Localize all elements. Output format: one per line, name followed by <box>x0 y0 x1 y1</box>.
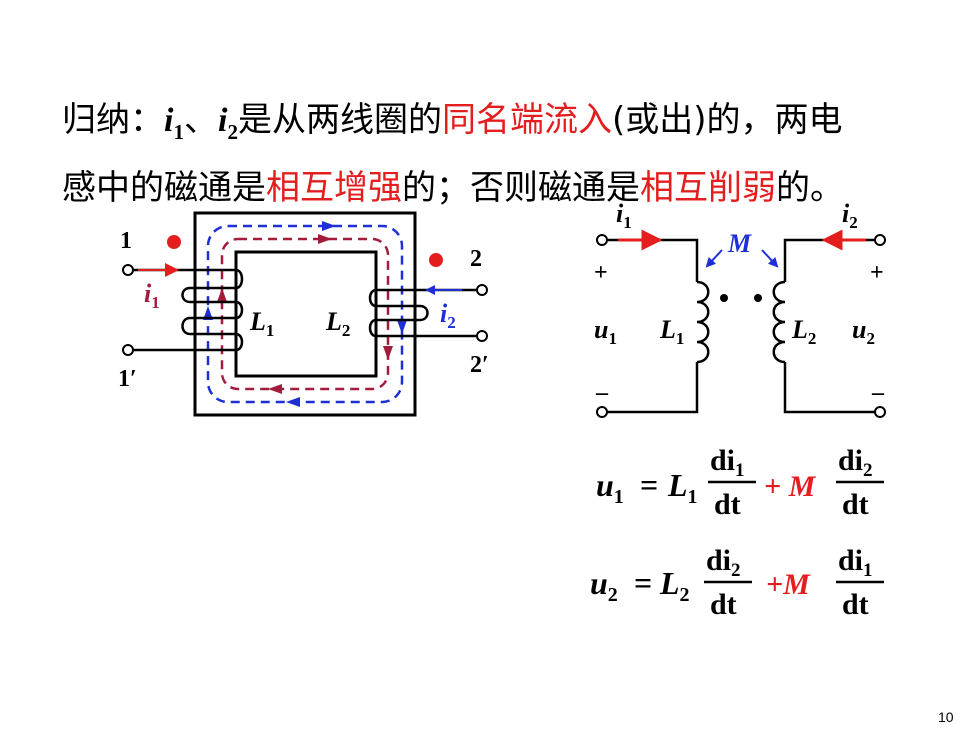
flux-red-arrow-right <box>383 346 393 360</box>
summary-text-1c: (或出)的，两电 <box>612 100 843 140</box>
flux-blue-arrow-left <box>203 306 213 320</box>
wire-left-top <box>606 238 699 282</box>
flux-blue-arrow-right <box>397 320 407 334</box>
circuit-wires <box>606 238 876 414</box>
eq2-plus-M: +M <box>766 568 811 601</box>
summary-text: 归纳：i1、i2是从两线圈的同名端流入(或出)的，两电 感中的磁通是相互增强的；… <box>62 92 962 216</box>
secondary-coil-turns <box>368 288 429 338</box>
eq1-lhs: u1 <box>596 467 624 508</box>
summary-highlight-dot-terminal: 同名端流入 <box>442 100 612 140</box>
mutual-arrow-right <box>761 249 779 268</box>
summary-prefix: 归纳： <box>62 100 164 140</box>
label-minus-right: – <box>871 380 885 406</box>
eq1-frac1-num: di1 <box>710 444 745 481</box>
dot-marker-primary <box>167 235 181 249</box>
equation-u2: u2 = L2 di2 dt +M di1 dt <box>590 544 884 621</box>
summary-text-2c: 的。 <box>776 167 844 208</box>
label-circuit-L1: L1 <box>659 315 684 348</box>
wire-right-top <box>783 238 876 282</box>
dot-L2 <box>754 294 762 302</box>
label-circuit-u2: u2 <box>852 315 875 348</box>
wire-left-bottom <box>606 362 699 414</box>
flux-red-arrow-bottom <box>268 384 282 394</box>
eq1-frac2-num: di2 <box>838 444 873 481</box>
core-inner-window <box>234 250 378 378</box>
label-terminal-2: 2 <box>470 246 482 272</box>
secondary-winding <box>368 288 478 338</box>
transformer-core-diagram: 1 1′ 2 2′ i1 i2 L1 L2 <box>118 211 489 417</box>
eq1-L: L1 <box>667 467 698 508</box>
summary-i2: i2 <box>218 102 238 144</box>
circuit-terminal-2-prime <box>874 406 886 418</box>
dot-marker-secondary <box>429 253 443 267</box>
eq2-frac2-num: di1 <box>838 544 873 581</box>
label-terminal-1-prime: 1′ <box>118 366 137 392</box>
circuit-terminal-1 <box>596 234 608 246</box>
summary-highlight-weaken: 相互削弱 <box>640 167 776 208</box>
flux-red-arrow-top <box>318 234 332 244</box>
eq1-equals: = <box>640 467 658 503</box>
label-core-i2: i2 <box>440 299 456 332</box>
eq2-lhs: u2 <box>590 565 618 606</box>
summary-text-1b: 是从两线圈的 <box>238 100 442 140</box>
label-core-L2: L2 <box>325 307 350 340</box>
eq1-frac2-den: dt <box>842 488 869 521</box>
label-core-L1: L1 <box>249 307 274 340</box>
summary-i1: i1 <box>164 102 184 144</box>
label-core-i1: i1 <box>144 279 160 312</box>
summary-line-2: 感中的磁通是相互增强的；否则磁通是相互削弱的。 <box>62 160 962 216</box>
summary-text-2a: 感中的磁通是 <box>62 167 266 208</box>
eq2-frac2-den: dt <box>842 588 869 621</box>
eq2-equals: = <box>634 565 652 601</box>
page-number: 10 <box>938 709 954 725</box>
eq2-L: L2 <box>659 565 690 606</box>
eq2-frac1-num: di2 <box>706 544 741 581</box>
terminal-2-prime <box>476 330 488 342</box>
coupled-inductor-circuit: M i1 i2 + + – – u1 u2 L1 L2 <box>594 199 886 418</box>
inductor-L2-coil <box>772 280 786 364</box>
flux-red-arrow-left <box>217 288 227 302</box>
mutual-arrow-left <box>705 249 723 268</box>
primary-coil-turns <box>181 268 244 352</box>
inductor-L1-coil <box>696 280 710 364</box>
terminal-1 <box>122 264 134 276</box>
terminal-2 <box>476 284 488 296</box>
label-circuit-u1: u1 <box>594 315 617 348</box>
summary-line-1: 归纳：i1、i2是从两线圈的同名端流入(或出)的，两电 <box>62 92 962 160</box>
terminal-1-prime <box>122 344 134 356</box>
dot-L1 <box>720 294 728 302</box>
wire-right-bottom <box>783 362 876 414</box>
label-circuit-L2: L2 <box>791 315 816 348</box>
label-minus-left: – <box>595 380 609 406</box>
eq1-plus-M: + M <box>764 470 817 503</box>
circuit-terminal-2 <box>874 234 886 246</box>
label-terminal-1: 1 <box>120 228 132 254</box>
label-plus-right: + <box>870 260 884 286</box>
core-outer-frame <box>193 211 417 417</box>
circuit-terminal-1-prime <box>596 406 608 418</box>
equation-u1: u1 = L1 di1 dt + M di2 dt <box>596 444 884 521</box>
summary-text-2b: 的；否则磁通是 <box>402 167 640 208</box>
flux-blue-arrow-top <box>322 221 336 231</box>
eq2-frac1-den: dt <box>710 588 737 621</box>
label-mutual-M: M <box>727 229 752 258</box>
flux-path-red <box>220 237 390 391</box>
label-circuit-i2: i2 <box>842 199 858 232</box>
label-circuit-i1: i1 <box>616 199 632 232</box>
summary-highlight-enhance: 相互增强 <box>266 167 402 208</box>
flux-blue-arrow-bottom <box>286 397 300 407</box>
label-terminal-2-prime: 2′ <box>470 352 489 378</box>
eq1-frac1-den: dt <box>714 488 741 521</box>
label-plus-left: + <box>594 260 608 286</box>
summary-separator: 、 <box>184 100 218 140</box>
